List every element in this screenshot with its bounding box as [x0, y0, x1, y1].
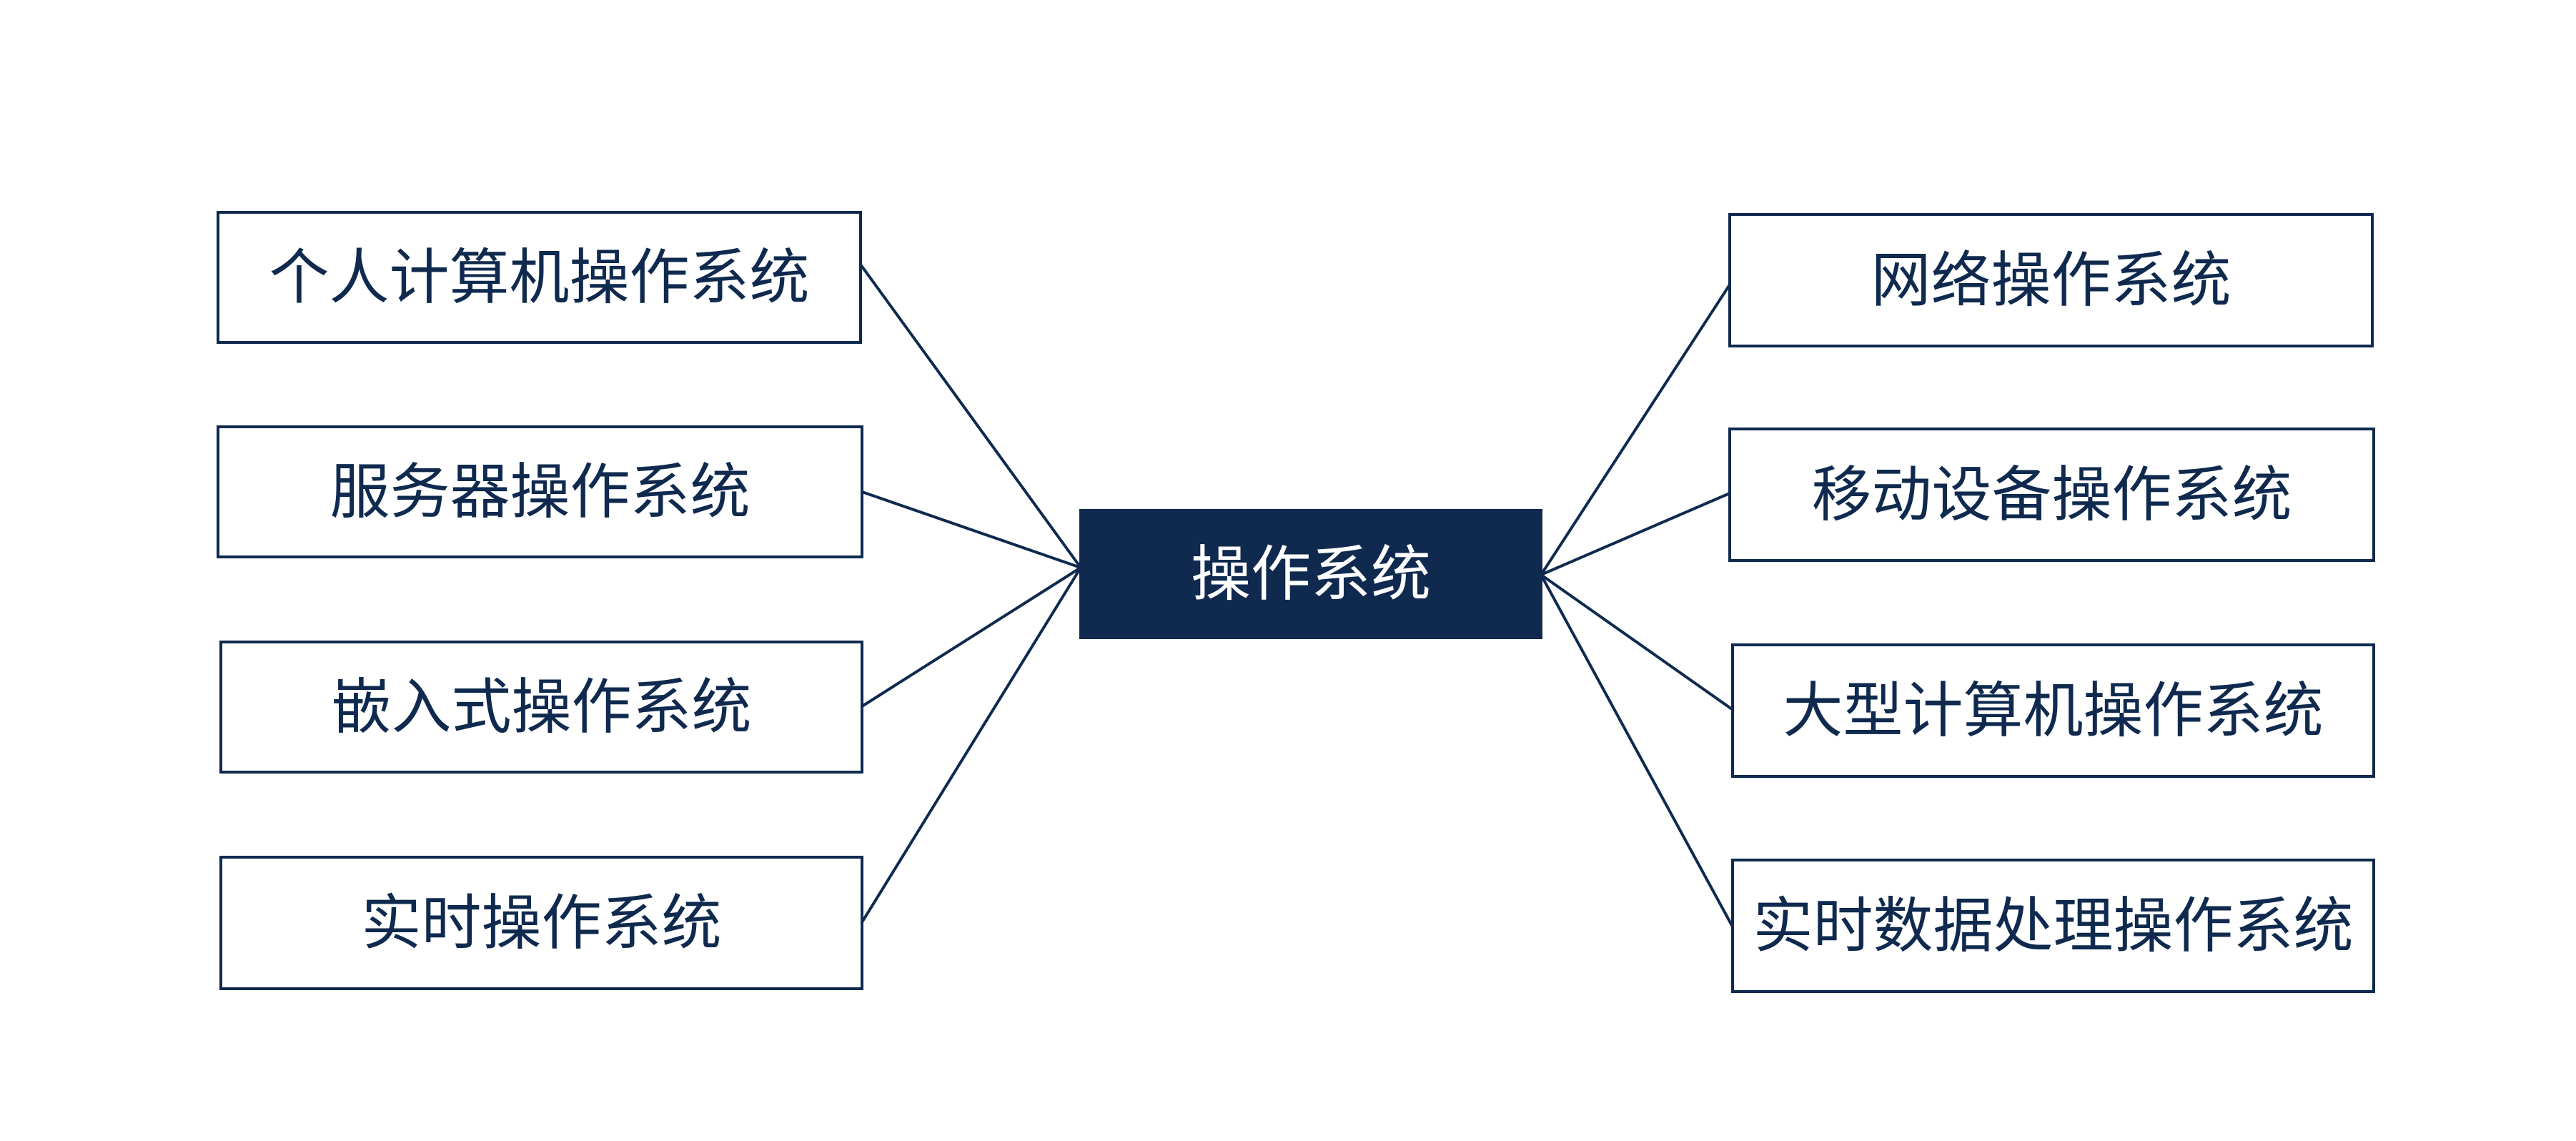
connector-left-4 — [861, 566, 1082, 924]
branch-label: 网络操作系统 — [1871, 245, 2231, 315]
branch-label: 大型计算机操作系统 — [1783, 676, 2324, 746]
connector-right-2 — [1540, 492, 1730, 576]
connector-right-3 — [1540, 573, 1735, 712]
connector-left-3 — [861, 566, 1082, 708]
center-node: 操作系统 — [1079, 509, 1542, 639]
connector-right-1 — [1540, 279, 1734, 576]
connector-left-1 — [859, 263, 1082, 569]
branch-node-right-3: 大型计算机操作系统 — [1731, 643, 2375, 778]
connector-right-4 — [1540, 574, 1735, 930]
branch-node-left-4: 实时操作系统 — [219, 856, 863, 990]
branch-label: 服务器操作系统 — [330, 457, 750, 527]
branch-label: 实时操作系统 — [361, 888, 722, 958]
branch-node-right-2: 移动设备操作系统 — [1728, 428, 2375, 562]
connector-left-2 — [861, 490, 1081, 569]
branch-node-left-2: 服务器操作系统 — [217, 425, 863, 558]
branch-label: 移动设备操作系统 — [1811, 460, 2292, 530]
branch-node-right-4: 实时数据处理操作系统 — [1731, 859, 2375, 993]
branch-label: 实时数据处理操作系统 — [1753, 891, 2354, 961]
branch-label: 个人计算机操作系统 — [269, 242, 810, 312]
branch-node-left-1: 个人计算机操作系统 — [217, 211, 862, 344]
branch-label: 嵌入式操作系统 — [331, 672, 752, 742]
branch-node-right-1: 网络操作系统 — [1728, 213, 2374, 347]
center-node-label: 操作系统 — [1190, 539, 1431, 609]
branch-node-left-3: 嵌入式操作系统 — [219, 641, 863, 774]
